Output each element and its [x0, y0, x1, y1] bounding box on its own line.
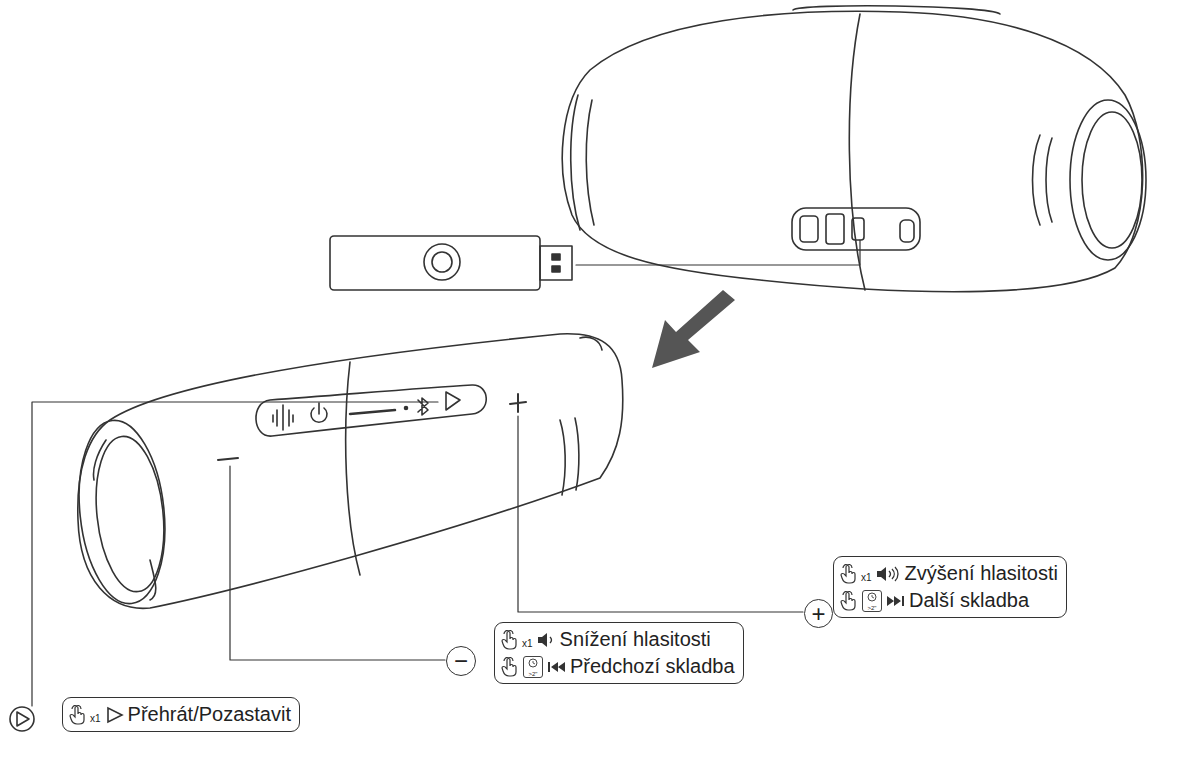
function-icon: [547, 661, 567, 673]
tap-icon: [69, 705, 87, 725]
function-label: Zvýšení hlasitosti: [905, 562, 1058, 585]
function-icon: [537, 632, 557, 648]
strap-loop: [94, 440, 156, 600]
symbol-circle: +: [804, 599, 833, 628]
symbol-circle: −: [446, 646, 476, 676]
button-symbol: −: [454, 649, 468, 673]
play-symbol: [17, 712, 29, 726]
leader-line: [518, 416, 803, 612]
function-label: Předchozí skladba: [570, 655, 735, 678]
clock-face: [863, 591, 881, 604]
usb-stick-plug: [540, 246, 572, 280]
usb-swivel-inner: [432, 252, 452, 272]
power-button: [311, 403, 327, 422]
callout-row: x1 Snížení hlasitosti: [501, 626, 735, 653]
function-label: Přehrát/Pozastavit: [128, 703, 291, 726]
top-strip: [793, 6, 1000, 14]
callout-row: x1 Přehrát/Pozastavit: [69, 701, 291, 728]
press-count: x1: [861, 572, 872, 583]
hold-icon: >2": [523, 656, 543, 678]
body-seam: [849, 14, 865, 290]
bluetooth-button: [418, 398, 428, 415]
usb-stick-body: [330, 236, 540, 290]
function-label: Další skladba: [909, 589, 1029, 612]
function-icon: [886, 595, 906, 607]
strap-loop: [1033, 135, 1053, 225]
callout-box: x1 Snížení hlasitosti >2" Předchozí skladba: [494, 622, 744, 684]
end-cap: [580, 337, 602, 350]
speaker-body: [78, 334, 623, 609]
rubber-tab: [900, 220, 914, 242]
hold-icon: >2": [862, 590, 882, 612]
aux-port: [852, 218, 864, 240]
port-cover: [792, 208, 920, 250]
end-ring-inner: [1082, 112, 1142, 248]
function-label: Snížení hlasitosti: [560, 628, 711, 651]
end-ring: [1070, 100, 1146, 260]
tap-icon: [840, 564, 858, 584]
function-icon: [876, 566, 902, 582]
tap-icon: [501, 630, 519, 650]
eq-button: [273, 405, 293, 430]
usb-port: [826, 214, 844, 244]
end-ring-inner: [89, 433, 171, 595]
hold-duration: >2": [524, 671, 542, 677]
insert-line: [576, 240, 860, 265]
button-symbol: +: [811, 602, 825, 626]
led-bar: [350, 410, 395, 414]
led-dot: [405, 407, 408, 410]
usb-c-port: [800, 216, 818, 242]
press-count: x1: [90, 713, 101, 724]
press-count: x1: [522, 638, 533, 649]
strap-loop: [560, 418, 579, 495]
play-button: [446, 392, 460, 410]
tap-icon: [840, 591, 858, 611]
play-circle: [10, 707, 34, 731]
callout-row: x1 Zvýšení hlasitosti: [840, 560, 1058, 587]
leader-line: [32, 402, 438, 706]
usb-contact: [552, 266, 560, 272]
end-ring: [71, 416, 174, 608]
leader-line: [230, 466, 445, 660]
clock-face: [524, 657, 542, 670]
strap-loop: [571, 95, 594, 230]
usb-contact: [552, 254, 560, 260]
hold-duration: >2": [863, 605, 881, 611]
tap-icon: [501, 657, 519, 677]
callout-row: >2" Předchozí skladba: [501, 653, 735, 680]
minus-button: [218, 458, 238, 460]
usb-swivel: [424, 244, 460, 280]
function-icon: [105, 706, 125, 724]
button-panel: [256, 385, 486, 436]
plus-button: [510, 394, 526, 412]
speaker-body: [562, 11, 1142, 291]
callout-row: >2" Další skladba: [840, 587, 1058, 614]
callout-box: x1 Přehrát/Pozastavit: [62, 697, 300, 732]
callout-box: x1 Zvýšení hlasitosti >2" Další skladba: [833, 556, 1067, 618]
direction-arrow: [652, 290, 735, 368]
